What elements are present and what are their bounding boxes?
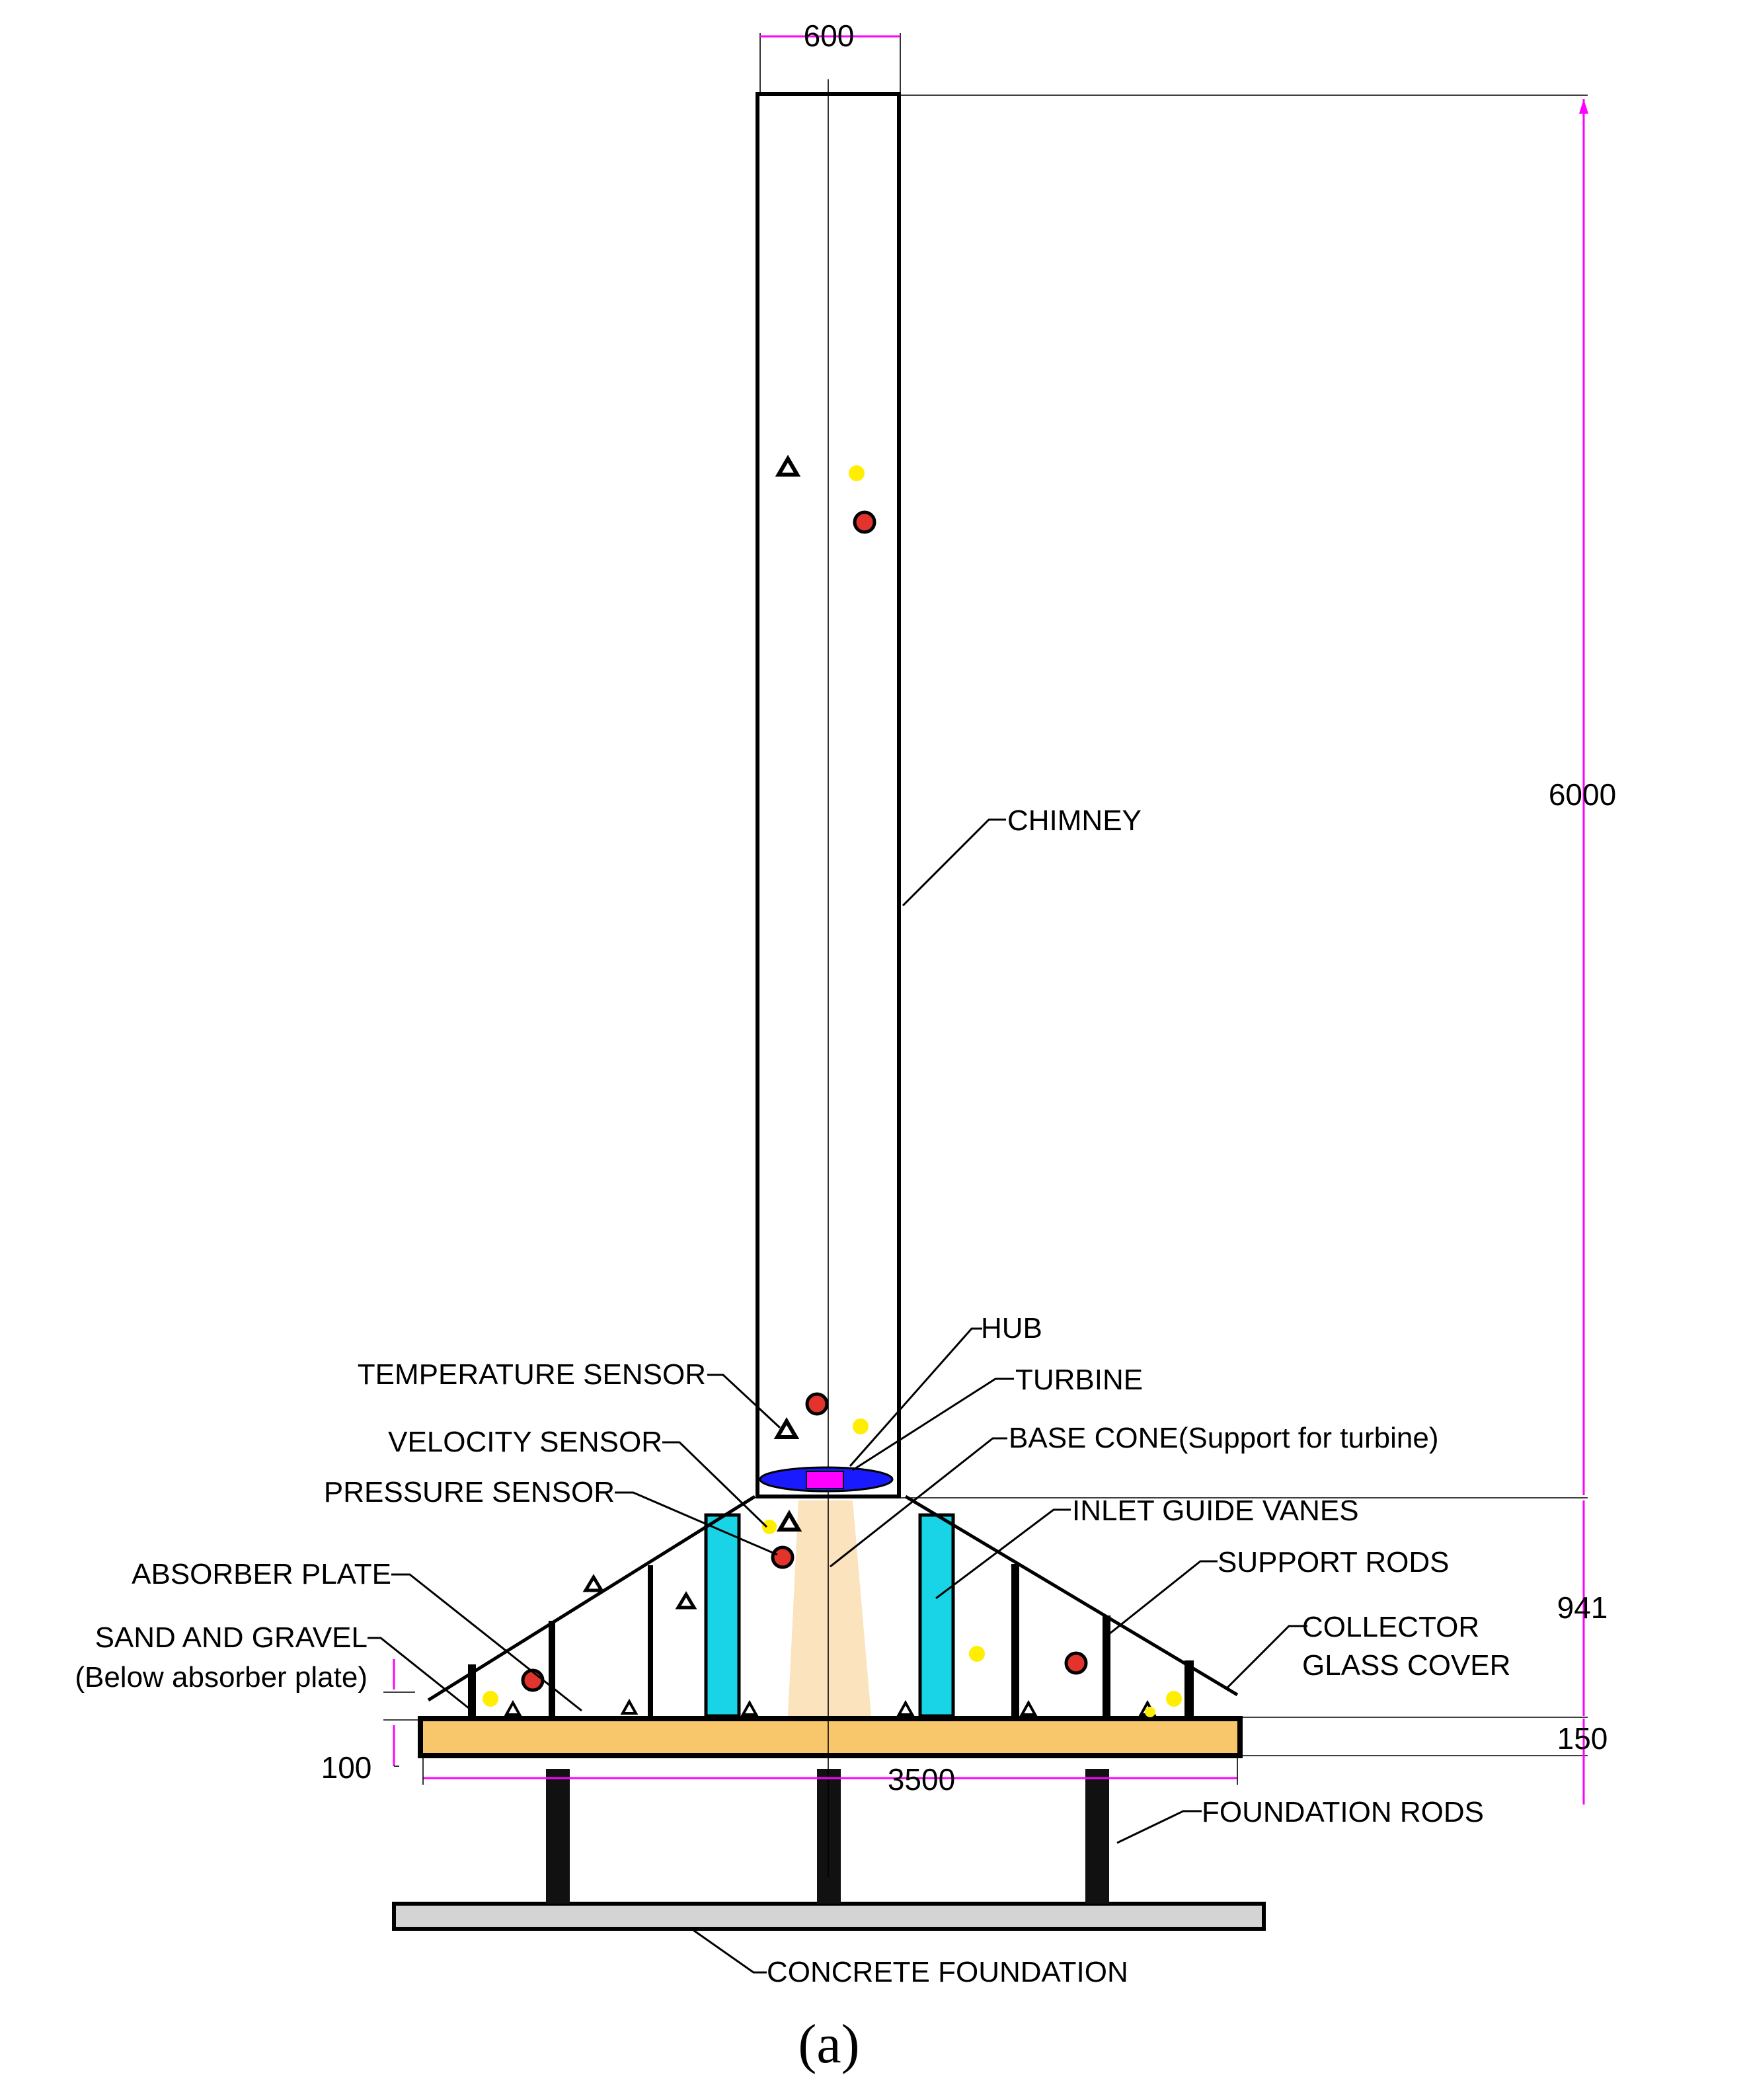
temperature-sensor-icon bbox=[740, 1699, 759, 1716]
label-velocity-sensor: VELOCITY SENSOR bbox=[388, 1426, 662, 1458]
label-hub: HUB bbox=[981, 1312, 1042, 1344]
sensors bbox=[483, 455, 1182, 1717]
label-absorber-plate: ABSORBER PLATE bbox=[132, 1558, 391, 1590]
label-base-cone: BASE CONE(Support for turbine) bbox=[1009, 1422, 1438, 1454]
collector-glass-cover-right bbox=[904, 1495, 1239, 1697]
absorber-plate bbox=[418, 1716, 1243, 1758]
temperature-sensor-icon bbox=[1019, 1699, 1038, 1716]
pressure-sensor-icon bbox=[1064, 1651, 1088, 1675]
label-support-rods: SUPPORT RODS bbox=[1218, 1546, 1449, 1578]
pressure-sensor-icon bbox=[521, 1668, 545, 1692]
temperature-sensor-icon bbox=[776, 1510, 802, 1532]
velocity-sensor-icon bbox=[853, 1419, 869, 1434]
dim-collector-diameter: 3500 bbox=[888, 1762, 955, 1797]
dim-plate-thickness: 150 bbox=[1557, 1721, 1608, 1756]
pressure-sensor-icon bbox=[805, 1392, 829, 1416]
hub bbox=[806, 1471, 844, 1489]
velocity-sensor-icon bbox=[1166, 1691, 1182, 1707]
label-collector-glass-cover-line2: GLASS COVER bbox=[1302, 1649, 1510, 1682]
dim-chimney-height: 6000 bbox=[1549, 777, 1616, 812]
inlet-guide-vane-right bbox=[918, 1513, 955, 1718]
label-sand-note: (Below absorber plate) bbox=[75, 1661, 368, 1693]
velocity-sensor-icon bbox=[762, 1520, 777, 1534]
label-pressure-sensor: PRESSURE SENSOR bbox=[324, 1476, 615, 1508]
inlet-guide-vane-left bbox=[704, 1513, 741, 1718]
temperature-sensor-icon bbox=[775, 455, 801, 477]
label-chimney: CHIMNEY bbox=[1007, 804, 1142, 837]
dim-chimney-diameter: 600 bbox=[804, 19, 855, 53]
velocity-sensor-icon bbox=[969, 1646, 985, 1662]
label-concrete-foundation: CONCRETE FOUNDATION bbox=[767, 1956, 1128, 1988]
foundation-rod-center bbox=[817, 1769, 841, 1904]
label-foundation-rods: FOUNDATION RODS bbox=[1202, 1796, 1484, 1828]
velocity-sensor-icon bbox=[483, 1691, 498, 1707]
temperature-sensor-icon bbox=[675, 1591, 697, 1610]
label-collector-glass-cover-line1: COLLECTOR bbox=[1302, 1611, 1479, 1643]
leader-lines bbox=[368, 818, 1307, 1974]
concrete-foundation bbox=[392, 1902, 1266, 1931]
label-temperature-sensor: TEMPERATURE SENSOR bbox=[358, 1358, 706, 1391]
label-sand-and-gravel: SAND AND GRAVEL bbox=[95, 1621, 368, 1654]
dim-collector-height: 941 bbox=[1557, 1590, 1608, 1625]
temperature-sensor-icon bbox=[582, 1574, 605, 1592]
velocity-sensor-icon bbox=[849, 465, 865, 481]
temperature-sensor-icon bbox=[773, 1417, 800, 1439]
label-inlet-guide-vanes: INLET GUIDE VANES bbox=[1072, 1495, 1359, 1527]
temperature-sensor-icon bbox=[504, 1699, 522, 1716]
collector-glass-cover-left bbox=[427, 1495, 756, 1702]
dim-sand-depth: 100 bbox=[321, 1750, 372, 1785]
dimension-lines bbox=[383, 33, 1588, 1805]
temperature-sensor-icon bbox=[620, 1698, 639, 1715]
foundation-rod-left bbox=[546, 1769, 570, 1904]
label-turbine: TURBINE bbox=[1015, 1364, 1143, 1396]
foundation-rod-right bbox=[1085, 1769, 1109, 1904]
pressure-sensor-icon bbox=[771, 1545, 795, 1569]
support-rods bbox=[468, 1564, 1194, 1717]
figure-caption: (a) bbox=[798, 2013, 859, 2075]
base-cone bbox=[788, 1500, 871, 1716]
velocity-sensor-icon bbox=[1145, 1707, 1155, 1717]
pressure-sensor-icon bbox=[853, 510, 876, 534]
temperature-sensor-icon bbox=[896, 1699, 915, 1716]
